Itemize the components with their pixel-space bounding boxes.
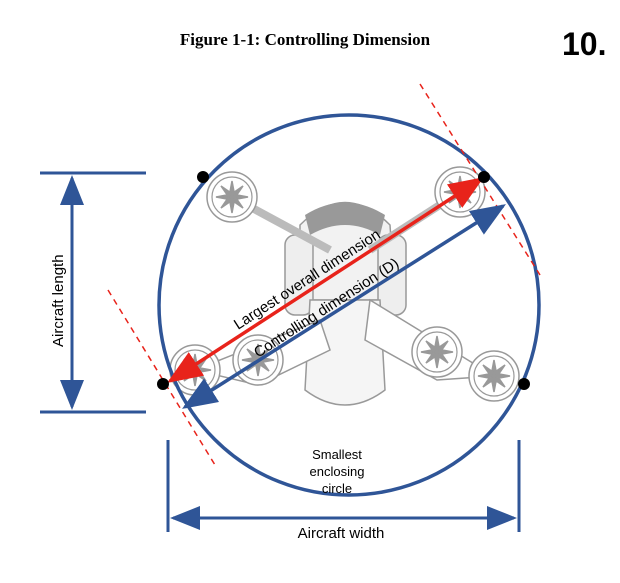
aircraft-length-dimension <box>40 171 146 414</box>
circle-label-line-3: circle <box>322 481 352 496</box>
aircraft-length-label: Aircraft length <box>50 254 67 347</box>
controlling-dimension-arrow <box>182 204 506 409</box>
circle-label-line-2: enclosing <box>310 464 365 479</box>
contact-points <box>157 171 530 390</box>
page-number: 10. <box>562 26 607 62</box>
tangent-line-left <box>107 289 216 466</box>
circle-label-line-1: Smallest <box>312 447 362 462</box>
figure-title: Figure 1-1: Controlling Dimension <box>179 30 431 49</box>
smallest-enclosing-circle <box>157 113 541 497</box>
aircraft-width-dimension <box>166 440 521 532</box>
circle-label: Smallest enclosing circle <box>310 447 365 496</box>
aircraft-width-label: Aircraft width <box>298 525 385 542</box>
